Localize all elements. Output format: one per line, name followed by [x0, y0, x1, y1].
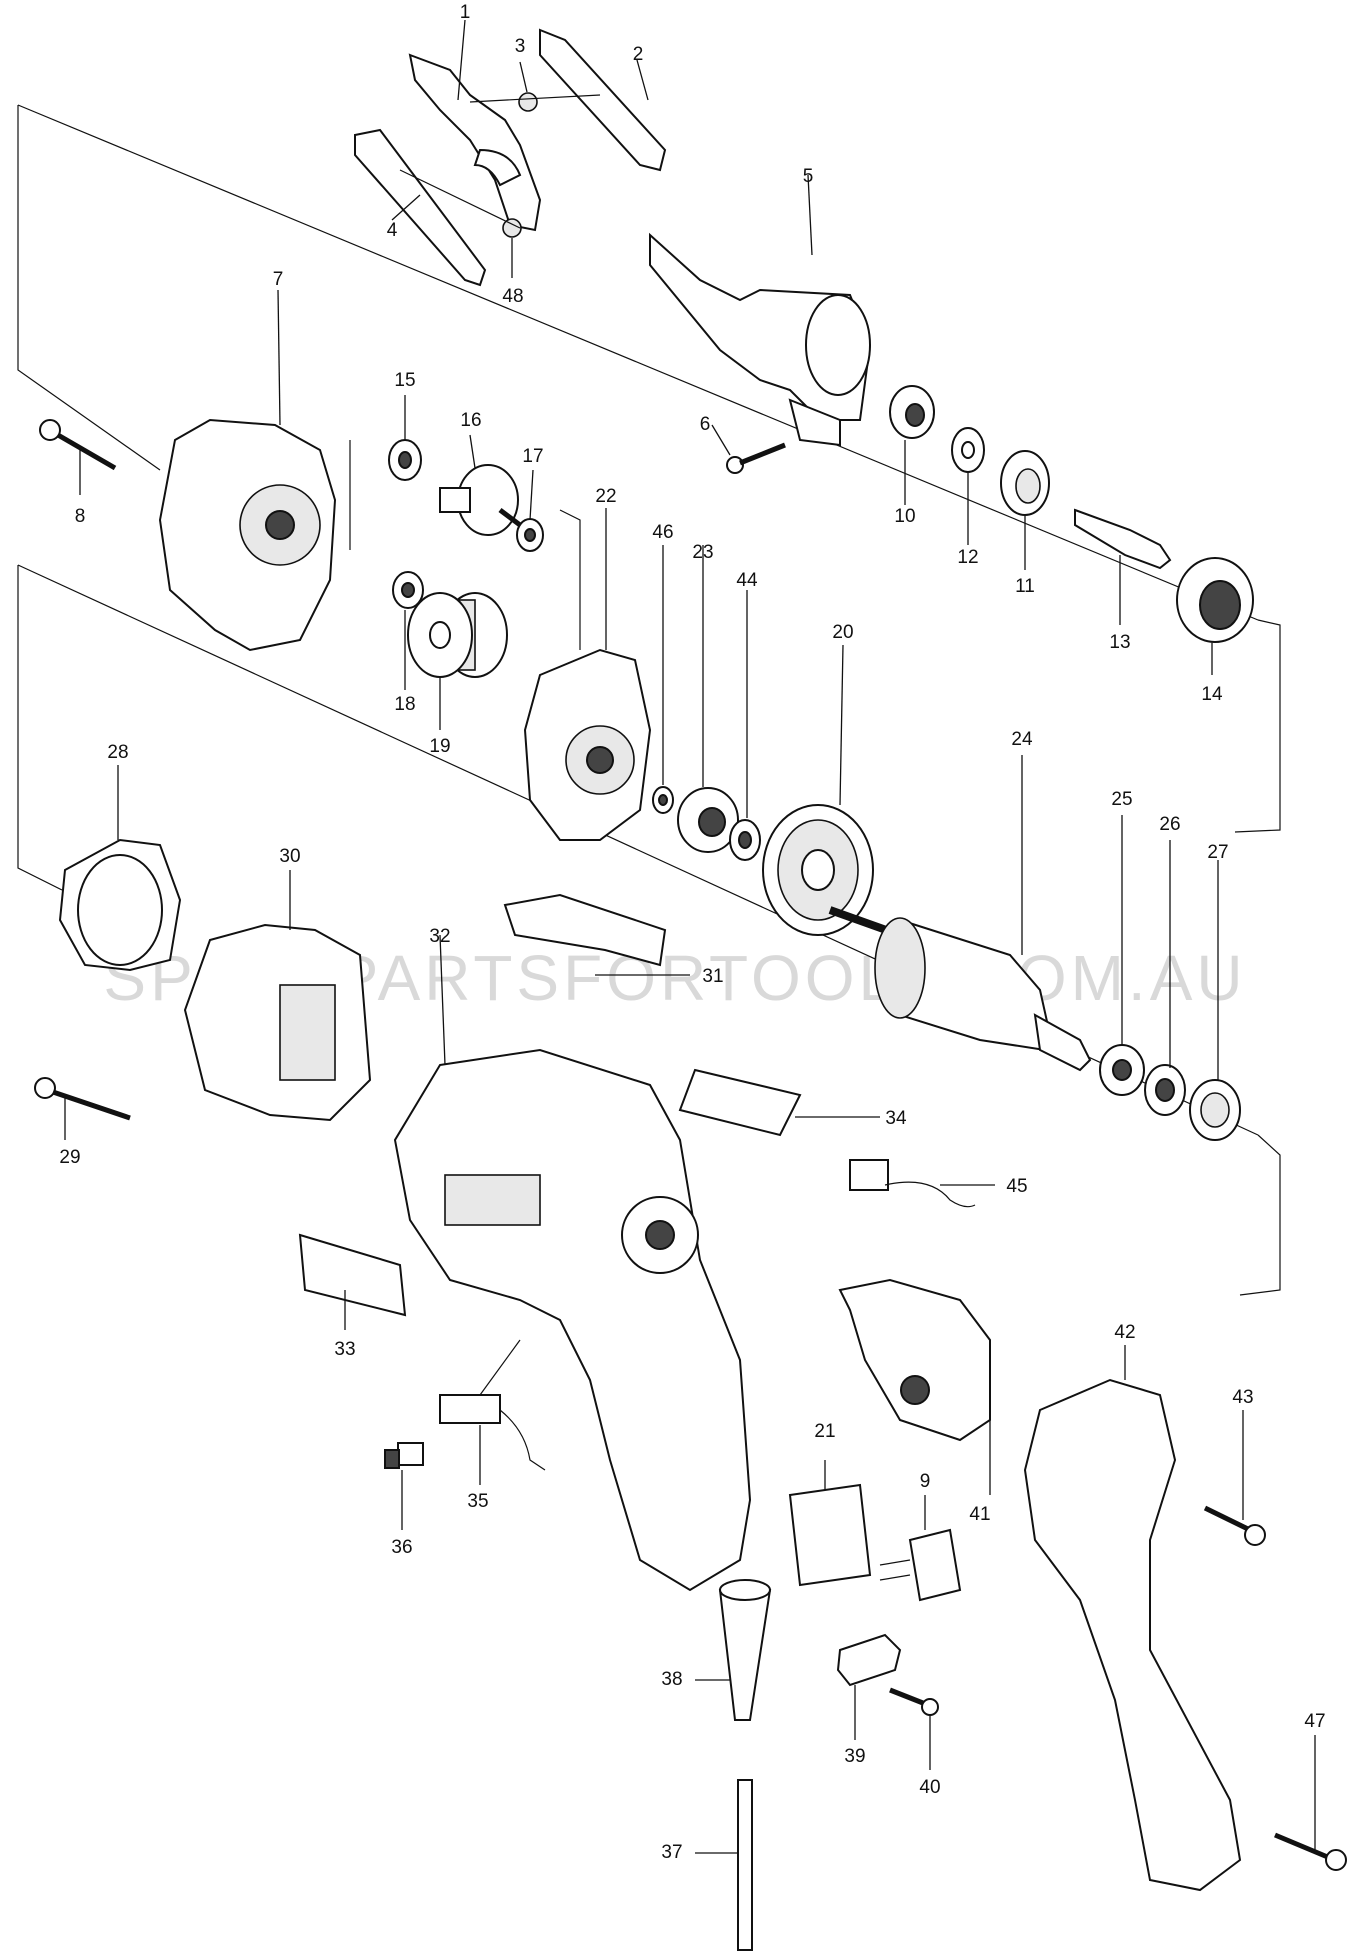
part-43-screw: [1203, 1410, 1266, 1546]
part-38-strain-relief: [695, 1579, 772, 1721]
label-part-28: 28: [107, 742, 128, 763]
part-33-nameplate: [298, 1233, 407, 1330]
label-part-36: 36: [391, 1537, 412, 1558]
part-26-bearing: [1144, 840, 1186, 1116]
label-part-2: 2: [633, 44, 644, 65]
part-30-field: [183, 870, 372, 1122]
part-42-handle: [1023, 1345, 1242, 1892]
part-number-labels: 1 2 3 4 48 5 6 7 8 15 16 17 22 46 23 44 …: [59, 2, 1325, 1863]
label-part-12: 12: [957, 547, 978, 568]
part-4-blade: [354, 128, 487, 287]
part-25-bearing: [1099, 815, 1145, 1096]
label-part-18: 18: [394, 694, 415, 715]
label-part-25: 25: [1111, 789, 1132, 810]
part-24-armature: [828, 755, 1092, 1072]
label-part-16: 16: [460, 410, 481, 431]
part-11-clutch: [1000, 450, 1050, 570]
label-part-38: 38: [661, 1669, 682, 1690]
part-48-spacer: [502, 218, 522, 278]
part-27-washer: [1189, 860, 1241, 1141]
part-6-screw: [711, 424, 786, 474]
part-31-cover: [503, 893, 690, 976]
part-44-washer: [729, 590, 761, 861]
label-part-5: 5: [803, 166, 814, 187]
label-part-13: 13: [1109, 632, 1130, 653]
label-part-23: 23: [692, 542, 713, 563]
part-37-cord: [695, 1779, 753, 1951]
part-8-screw: [39, 419, 117, 495]
label-part-27: 27: [1207, 842, 1228, 863]
part-23-bearing: [677, 545, 739, 853]
label-part-31: 31: [702, 966, 723, 987]
label-part-37: 37: [661, 1842, 682, 1863]
label-part-1: 1: [460, 2, 471, 23]
label-part-20: 20: [832, 622, 853, 643]
part-7-gear-housing: [158, 289, 337, 652]
label-part-29: 29: [59, 1147, 80, 1168]
part-35-brush-holder: [439, 1339, 546, 1485]
label-part-39: 39: [844, 1746, 865, 1767]
label-part-4: 4: [387, 220, 398, 241]
part-18-washer: [392, 571, 424, 690]
part-12-washer: [951, 427, 985, 545]
label-part-42: 42: [1114, 1322, 1135, 1343]
part-19-gear: [407, 592, 508, 730]
part-36-carbon-brush: [384, 1442, 424, 1530]
label-part-15: 15: [394, 370, 415, 391]
label-part-41: 41: [969, 1504, 990, 1525]
part-41-switch: [838, 1278, 991, 1495]
label-part-10: 10: [894, 506, 915, 527]
label-part-45: 45: [1006, 1176, 1027, 1197]
part-34-label: [678, 1068, 880, 1137]
part-9-filter: [879, 1495, 962, 1602]
part-39-clamp: [836, 1633, 902, 1740]
label-part-24: 24: [1011, 729, 1033, 750]
part-17-washer: [516, 469, 544, 552]
part-14-bearing: [1176, 557, 1254, 675]
part-2-blade: [539, 28, 667, 172]
label-part-14: 14: [1201, 684, 1223, 705]
label-part-40: 40: [919, 1777, 940, 1798]
label-part-43: 43: [1232, 1387, 1253, 1408]
part-20-gear: [762, 644, 874, 936]
label-part-9: 9: [920, 1471, 931, 1492]
label-part-33: 33: [334, 1339, 355, 1360]
part-16-pinion: [439, 434, 522, 536]
label-part-47: 47: [1304, 1711, 1325, 1732]
part-46-washer: [652, 545, 674, 814]
part-28-baffle: [58, 765, 182, 972]
part-3-spacer: [518, 61, 538, 112]
label-part-3: 3: [515, 36, 526, 57]
label-part-8: 8: [75, 506, 86, 527]
part-32-motor-housing: [393, 934, 752, 1592]
part-1-bracket: [408, 19, 542, 232]
part-40-screw: [889, 1687, 939, 1770]
part-13-spindle: [1074, 508, 1172, 625]
label-part-17: 17: [522, 446, 543, 467]
label-part-34: 34: [885, 1108, 907, 1129]
label-part-26: 26: [1159, 814, 1180, 835]
part-47-screw: [1274, 1735, 1347, 1871]
label-part-6: 6: [700, 414, 711, 435]
label-part-21: 21: [814, 1421, 835, 1442]
label-part-35: 35: [467, 1491, 488, 1512]
part-5-shroud: [649, 174, 872, 447]
part-29-screw: [34, 1077, 131, 1140]
label-part-48: 48: [502, 286, 523, 307]
part-45-cord: [849, 1159, 995, 1208]
part-21-capacitor: [788, 1460, 872, 1587]
part-15-washer: [388, 395, 422, 481]
label-part-30: 30: [279, 846, 300, 867]
part-22-bearing-plate: [523, 508, 652, 841]
label-part-7: 7: [273, 269, 284, 290]
label-part-46: 46: [652, 522, 673, 543]
label-part-44: 44: [736, 570, 758, 591]
label-part-32: 32: [429, 926, 450, 947]
label-part-11: 11: [1015, 576, 1035, 597]
part-10-bearing: [889, 385, 935, 505]
label-part-19: 19: [429, 736, 450, 757]
label-part-22: 22: [595, 486, 616, 507]
